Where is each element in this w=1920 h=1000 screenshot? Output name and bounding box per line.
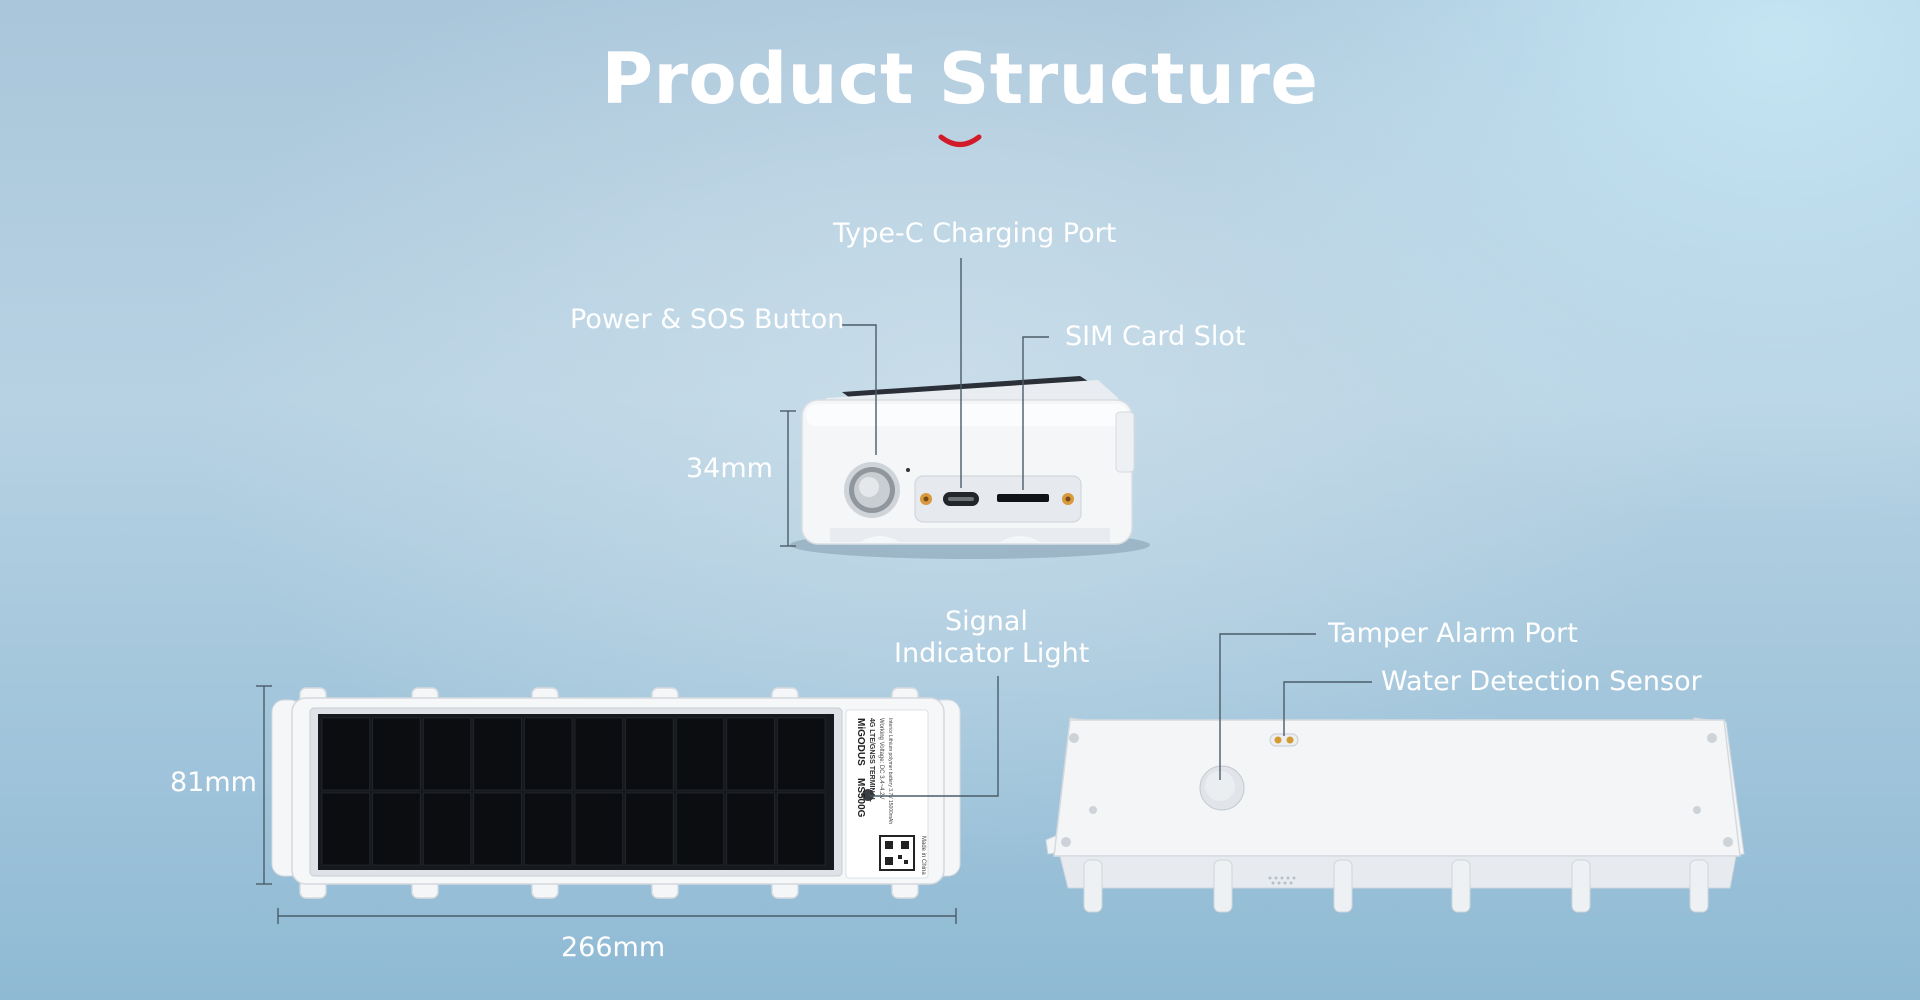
type-c-callout-label: Type-C Charging Port (833, 218, 1117, 249)
solar-cell (675, 792, 725, 866)
signal-indicator-callout-line2: Indicator Light (894, 638, 1090, 669)
top-height-dimension: 81mm (170, 767, 257, 798)
solar-cell (777, 792, 826, 866)
sim-slot-callout-label: SIM Card Slot (1065, 321, 1246, 352)
solar-cell (372, 792, 421, 866)
solar-cell (422, 792, 472, 866)
water-sensor-callout-label: Water Detection Sensor (1381, 666, 1702, 697)
signal-indicator-light (862, 789, 874, 801)
signal-indicator-callout-line1: Signal (945, 606, 1028, 637)
solar-cell (473, 717, 522, 791)
front-height-dimension: 34mm (686, 453, 773, 484)
power-sos-button (844, 462, 900, 518)
bottom-mounting-tabs (1083, 859, 1709, 913)
front-screw-left (920, 493, 932, 505)
sticker-made-in: Made in China (920, 836, 926, 875)
solar-cell (726, 717, 775, 791)
sticker-brand: MiGODUS (855, 718, 866, 766)
solar-cell (473, 792, 522, 866)
solar-cell (625, 792, 674, 866)
solar-cell (422, 717, 472, 791)
front-screw-right (1062, 493, 1074, 505)
title-underline-mark (938, 134, 982, 147)
sticker-model: MS500G (855, 778, 866, 818)
sticker-line3: Interior Lithium polymer battery 3.7V 15… (887, 718, 893, 824)
solar-cell (777, 717, 826, 791)
sim-card-slot (997, 494, 1049, 502)
power-sos-callout-label: Power & SOS Button (570, 304, 845, 335)
solar-cell (675, 717, 725, 791)
solar-cell (574, 792, 623, 866)
solar-cell (524, 792, 573, 866)
sticker-line2: Working Voltage: DC 3.4~4.2V (878, 718, 884, 799)
tamper-alarm-callout-label: Tamper Alarm Port (1328, 618, 1578, 649)
solar-cell (726, 792, 775, 866)
solar-cell (321, 717, 370, 791)
solar-cell (574, 717, 623, 791)
solar-cell (321, 792, 370, 866)
page-title: Product Structure (601, 38, 1319, 120)
solar-cell (524, 717, 573, 791)
solar-cell (625, 717, 674, 791)
solar-cell (372, 717, 421, 791)
top-width-dimension: 266mm (561, 932, 666, 963)
solar-cell-grid (321, 717, 826, 866)
sticker-line1: 4G LTE/GNSS TERMINAL (868, 718, 875, 803)
